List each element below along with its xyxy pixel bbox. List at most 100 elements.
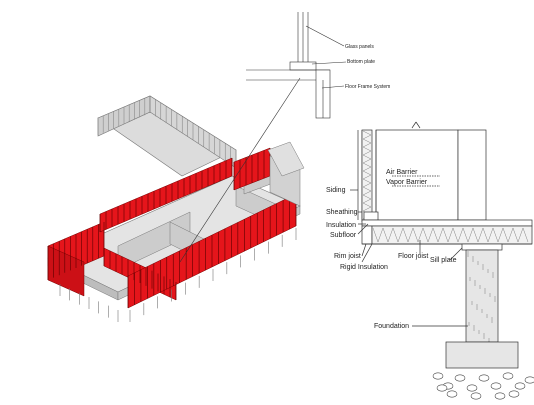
leader-plate [311, 61, 347, 65]
label-bottom-plate: Bottom plate [347, 59, 375, 65]
concrete-speck [467, 255, 469, 257]
floor-insulation-pattern [372, 227, 529, 243]
concrete-speck [492, 276, 494, 278]
leader-floor [321, 85, 345, 89]
concrete-speck [473, 329, 475, 331]
label-air-barrier: Air Barrier [386, 169, 418, 176]
gravel-stone [466, 384, 478, 392]
concrete-speck [472, 260, 474, 262]
concrete-speck [477, 263, 479, 265]
concrete-speck [472, 258, 474, 260]
insulation-zigzag [372, 227, 529, 243]
concrete-speck [487, 271, 489, 273]
concrete-speck [492, 274, 494, 276]
red-exterior-walls [47, 147, 297, 309]
concrete-speck [494, 296, 496, 298]
concrete-speck [471, 303, 473, 305]
concrete-speck [491, 321, 493, 323]
concrete-speck [482, 264, 484, 266]
leader-rim-joist [361, 243, 367, 257]
concrete-speck [488, 338, 490, 340]
gravel-stone [446, 390, 458, 398]
label-insulation: Insulation [326, 222, 356, 229]
label-glass-panels: Glass panels [345, 44, 374, 50]
leader-sill-plate [449, 247, 463, 261]
concrete-speck [476, 306, 478, 308]
concrete-speck [484, 290, 486, 292]
concrete-speck [472, 256, 474, 258]
gravel-stone [490, 382, 502, 390]
bottom-plate [289, 61, 317, 71]
label-foundation: Foundation [374, 323, 409, 330]
concrete-speck [473, 327, 475, 329]
gravel-stone [494, 392, 506, 400]
sill-plate [461, 243, 503, 251]
isometric-house-model [47, 95, 305, 322]
gravel-stone [508, 390, 520, 398]
concrete-speck [467, 253, 469, 255]
concrete-speck [484, 292, 486, 294]
wall-section-detail [350, 121, 534, 400]
concrete-speck [474, 280, 476, 282]
window-detail [246, 12, 347, 119]
subfloor [361, 219, 533, 227]
label-sheathing: Sheathing [326, 209, 358, 216]
gray-end-bay [267, 141, 305, 207]
floor-joist-insulation [371, 225, 533, 245]
concrete-speck [479, 285, 481, 287]
concrete-speck [491, 317, 493, 319]
insulation-zigzag [362, 130, 372, 220]
concrete-speck [489, 293, 491, 295]
gravel-stone [470, 392, 482, 400]
gravel-stone [514, 382, 526, 390]
concrete-speck [468, 322, 470, 324]
concrete-speck [484, 288, 486, 290]
detail-leader-line [179, 77, 301, 263]
concrete-speck [481, 311, 483, 313]
concrete-speck [469, 279, 471, 281]
gray-wing-studs [97, 96, 237, 167]
concrete-speck [483, 333, 485, 335]
gravel-stone [436, 384, 448, 392]
gravel-stone [432, 372, 444, 380]
foundation-piers [59, 228, 297, 322]
concrete-speck [482, 268, 484, 270]
concrete-speck [471, 301, 473, 303]
gravel-stone [478, 374, 490, 382]
concrete-speck [483, 335, 485, 337]
foundation-footing [445, 341, 519, 369]
gravel-bed [432, 372, 534, 400]
concrete-speck [487, 269, 489, 271]
concrete-speck [483, 337, 485, 339]
label-sill-plate: Sill plate [430, 257, 457, 264]
foundation-wall [465, 249, 499, 343]
label-vapor-barrier: Vapor Barrier [386, 179, 428, 186]
wall-insulation-pattern [362, 130, 372, 220]
label-floor-frame-system: Floor Frame System [345, 84, 390, 90]
gray-wing [97, 95, 237, 177]
interior-wall-stud [457, 129, 487, 221]
concrete-speck [474, 282, 476, 284]
gravel-stone [502, 372, 514, 380]
concrete-speck [494, 298, 496, 300]
label-siding: Siding [326, 187, 346, 194]
concrete-speck [469, 277, 471, 279]
concrete-speck [488, 340, 490, 342]
concrete-speck [489, 295, 491, 297]
concrete-speck [479, 287, 481, 289]
concrete-speck [478, 330, 480, 332]
concrete-speck [467, 251, 469, 253]
concrete-speck [486, 316, 488, 318]
concrete-speck [494, 300, 496, 302]
concrete-speck [476, 304, 478, 306]
leader-glass [305, 25, 345, 47]
leader-subfloor [357, 223, 369, 235]
stud-break [415, 121, 421, 129]
concrete-speck [486, 314, 488, 316]
wall-insulation [361, 129, 373, 221]
concrete-speck [473, 325, 475, 327]
sole-plate [363, 211, 379, 221]
label-rim-joist: Rim joist [334, 253, 361, 260]
label-rigid-insulation: Rigid Insulation [340, 264, 388, 271]
